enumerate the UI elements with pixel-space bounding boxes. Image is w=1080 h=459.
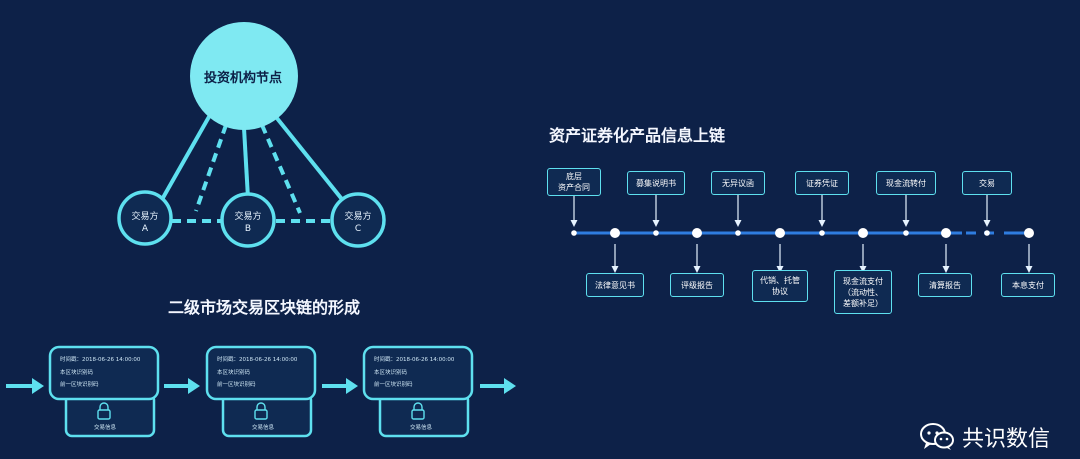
top-arrowhead-4 [818,220,826,227]
top-box-prospectus: 募集说明书 [627,171,685,195]
top-box-no-objection: 无异议函 [711,171,765,195]
bottom-box-custody-agreement: 代销、托管协议 [752,270,808,302]
block-2-footer: 交易信息 [252,425,275,431]
timeline-node-bottom-2 [692,228,702,238]
block-1-hash-prev: 前一区块识别码 [60,382,99,388]
block-2-hash-current: 本区块识别码 [217,370,251,376]
block-1-lock-icon-shackle [99,402,109,410]
bottom-arrowhead-2 [693,266,701,273]
top-box-trade: 交易 [962,171,1012,195]
timeline-dot-top-2 [653,230,659,236]
timeline-dot-top-6 [984,230,990,236]
block-3-time: 时间戳：2018-06-26 14:00:00 [374,357,455,363]
timeline-node-bottom-5 [941,228,951,238]
timeline-node-bottom-6 [1024,228,1034,238]
network-title: 二级市场交易区块链的形成 [168,298,361,317]
party-circle-c [330,192,386,248]
bottom-arrowhead-3 [776,266,784,273]
spoke-line-c [274,115,347,205]
top-box-cashflow-transfer: 现金流转付 [876,171,936,195]
chain-arrow-head-3 [346,378,358,394]
block-1-header-panel [48,345,160,401]
spoke-dashed-bc [260,124,302,214]
block-1-footer: 交易信息 [94,425,117,431]
bottom-box-legal-opinion: 法律意见书 [586,273,644,297]
hub-label: 投资机构节点 [203,71,282,86]
bottom-arrowhead-6 [1025,266,1033,273]
timeline-dot-top-3 [735,230,741,236]
watermark-text: 共识数信 [961,427,1050,452]
chain-arrow-head-2 [188,378,200,394]
block-2-time: 时间戳：2018-06-26 14:00:00 [217,357,298,363]
timeline-dot-top-1 [571,230,577,236]
top-box-certificate: 证券凭证 [795,171,849,195]
bottom-box-clearing-report: 清算报告 [918,273,972,297]
wechat-icon [919,423,954,450]
block-2-lock-icon [254,409,268,420]
watermark: 共识数信 [919,421,1050,453]
chain-arrow-head-1 [32,378,44,394]
bottom-box-cashflow-payment: 现金流支付（流动性、差额补足） [834,270,892,314]
top-arrowhead-5 [902,220,910,227]
block-2-lock-icon-shackle [256,402,266,410]
timeline-dot-top-4 [819,230,825,236]
bottom-arrowhead-5 [942,266,950,273]
block-3-header-panel [362,345,474,401]
top-box-contract: 底层资产合同 [547,168,601,196]
spoke-line-b [242,127,250,199]
spoke-line-a [158,114,212,204]
block-2-hash-prev: 前一区块识别码 [217,382,256,388]
bottom-box-rating-report: 评级报告 [670,273,724,297]
bottom-arrowhead-1 [611,266,619,273]
block-3-lock-icon [411,409,425,420]
block-1-lock-icon [97,409,111,420]
block-3-lock-icon-shackle [413,402,423,410]
top-arrowhead-2 [652,220,660,227]
block-3-hash-current: 本区块识别码 [374,370,408,376]
bottom-arrowhead-4 [859,266,867,273]
block-1-hash-current: 本区块识别码 [60,370,94,376]
spoke-dashed-ab [194,124,228,212]
hub-circle [190,22,298,130]
block-3-footer: 交易信息 [410,425,433,431]
bottom-box-interest-payment: 本息支付 [1001,273,1055,297]
top-arrowhead-3 [734,220,742,227]
timeline-node-bottom-3 [775,228,785,238]
block-3-hash-prev: 前一区块识别码 [374,382,413,388]
party-circle-a [117,190,173,246]
timeline-node-bottom-4 [858,228,868,238]
block-1-time: 时间戳：2018-06-26 14:00:00 [60,357,141,363]
timeline-dot-top-5 [903,230,909,236]
timeline-title: 资产证券化产品信息上链 [549,126,726,145]
timeline-node-bottom-1 [610,228,620,238]
block-2-header-panel [205,345,317,401]
top-arrowhead-6 [983,220,991,227]
top-arrowhead-1 [570,220,578,227]
party-circle-b [220,192,276,248]
chain-arrow-head-4 [504,378,516,394]
